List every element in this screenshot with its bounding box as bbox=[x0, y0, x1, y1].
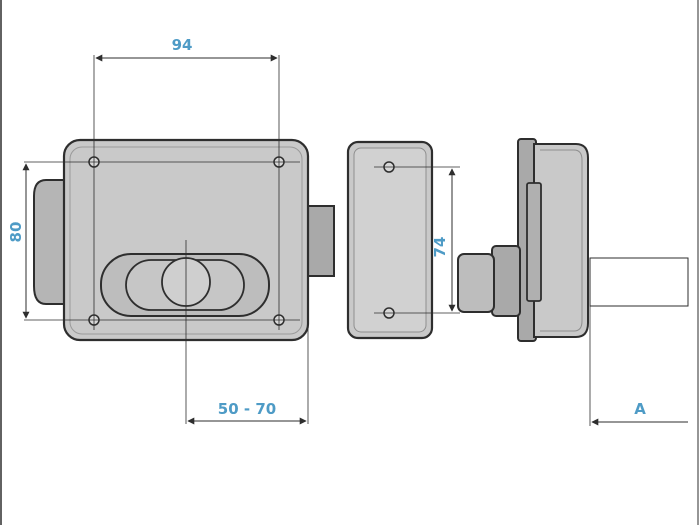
dimension-a: A bbox=[591, 400, 688, 426]
dimension-74-label: 74 bbox=[431, 237, 449, 258]
lock-front-view bbox=[24, 55, 335, 424]
lock-side-view bbox=[457, 138, 689, 426]
door-thickness-outline bbox=[589, 257, 689, 307]
dimension-50-70-label: 50 - 70 bbox=[218, 400, 276, 418]
dimension-80: 80 bbox=[7, 163, 30, 319]
strike-plate-inner bbox=[353, 147, 427, 333]
lock-left-cap bbox=[33, 179, 67, 305]
side-housing bbox=[533, 143, 589, 338]
side-cylinder-large bbox=[491, 245, 521, 317]
dimension-a-label: A bbox=[634, 400, 646, 418]
side-cylinder-small bbox=[457, 253, 495, 313]
dimension-94: 94 bbox=[95, 36, 278, 62]
side-inner-slot bbox=[526, 182, 542, 302]
dimension-80-label: 80 bbox=[7, 222, 25, 243]
dimension-94-label: 94 bbox=[172, 36, 193, 54]
lock-bolt-stub bbox=[305, 205, 335, 277]
dimension-74: 74 bbox=[431, 168, 456, 312]
side-housing-inner-edge bbox=[540, 149, 583, 332]
strike-plate-view bbox=[346, 140, 460, 340]
dimension-50-70: 50 - 70 bbox=[187, 400, 307, 425]
